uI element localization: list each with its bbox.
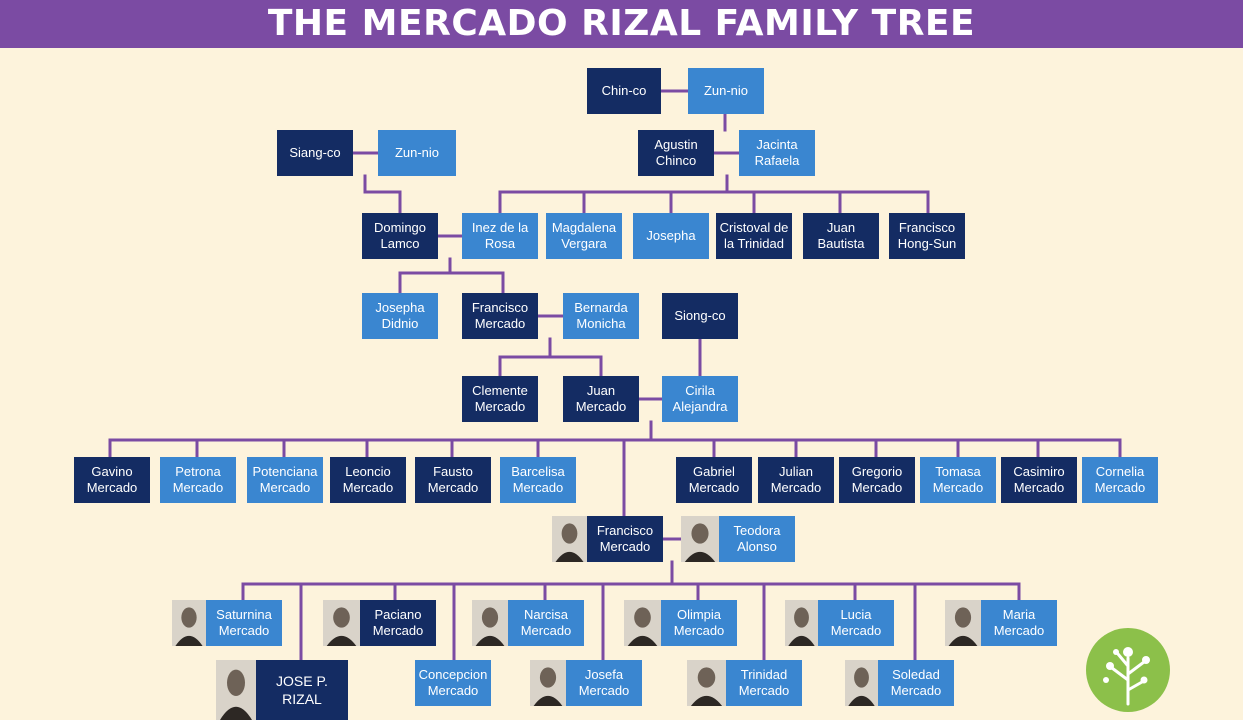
- portrait-trinidad: [687, 660, 726, 706]
- person-saturnina: Saturnina Mercado: [206, 600, 282, 646]
- portrait-saturnina: [172, 600, 206, 646]
- person-barcelisa: Barcelisa Mercado: [500, 457, 576, 503]
- person-potenciana: Potenciana Mercado: [247, 457, 323, 503]
- person-maria: Maria Mercado: [981, 600, 1057, 646]
- person-jose: JOSE P. RIZAL: [256, 660, 348, 720]
- person-cornelia: Cornelia Mercado: [1082, 457, 1158, 503]
- person-gregorio: Gregorio Mercado: [839, 457, 915, 503]
- portrait-paciano: [323, 600, 360, 646]
- person-petrona: Petrona Mercado: [160, 457, 236, 503]
- person-trinidad: Trinidad Mercado: [726, 660, 802, 706]
- person-soledad: Soledad Mercado: [878, 660, 954, 706]
- person-cristoval: Cristoval de la Trinidad: [716, 213, 792, 259]
- portrait-teodora: [681, 516, 719, 562]
- person-fausto: Fausto Mercado: [415, 457, 491, 503]
- person-jacinta: Jacinta Rafaela: [739, 130, 815, 176]
- portrait-francisco-m2: [552, 516, 587, 562]
- person-leoncio: Leoncio Mercado: [330, 457, 406, 503]
- person-casimiro: Casimiro Mercado: [1001, 457, 1077, 503]
- person-lucia: Lucia Mercado: [818, 600, 894, 646]
- person-josepha-didnio: Josepha Didnio: [362, 293, 438, 339]
- person-cirila: Cirila Alejandra: [662, 376, 738, 422]
- person-domingo: Domingo Lamco: [362, 213, 438, 259]
- page-title: THE MERCADO RIZAL FAMILY TREE: [0, 0, 1243, 48]
- person-gavino: Gavino Mercado: [74, 457, 150, 503]
- person-zun-nio-1: Zun-nio: [688, 68, 764, 114]
- person-julian: Julian Mercado: [758, 457, 834, 503]
- portrait-olimpia: [624, 600, 661, 646]
- person-siang-co: Siang-co: [277, 130, 353, 176]
- person-chin-co: Chin-co: [587, 68, 661, 114]
- person-paciano: Paciano Mercado: [360, 600, 436, 646]
- person-narcisa: Narcisa Mercado: [508, 600, 584, 646]
- portrait-lucia: [785, 600, 818, 646]
- person-agustin: Agustin Chinco: [638, 130, 714, 176]
- person-francisco-m2: Francisco Mercado: [587, 516, 663, 562]
- person-inez: Inez de la Rosa: [462, 213, 538, 259]
- person-gabriel: Gabriel Mercado: [676, 457, 752, 503]
- portrait-jose: [216, 660, 256, 720]
- person-concepcion: Concepcion Mercado: [415, 660, 491, 706]
- person-juan-m: Juan Mercado: [563, 376, 639, 422]
- person-olimpia: Olimpia Mercado: [661, 600, 737, 646]
- portrait-maria: [945, 600, 981, 646]
- person-teodora: Teodora Alonso: [719, 516, 795, 562]
- portrait-josefa: [530, 660, 566, 706]
- portrait-soledad: [845, 660, 878, 706]
- person-clemente: Clemente Mercado: [462, 376, 538, 422]
- person-zun-nio-2: Zun-nio: [378, 130, 456, 176]
- person-magdalena: Magdalena Vergara: [546, 213, 622, 259]
- person-francisco-m1: Francisco Mercado: [462, 293, 538, 339]
- person-juan-bautista: Juan Bautista: [803, 213, 879, 259]
- person-josepha-1: Josepha: [633, 213, 709, 259]
- person-bernarda: Bernarda Monicha: [563, 293, 639, 339]
- person-francisco-hs: Francisco Hong-Sun: [889, 213, 965, 259]
- person-siong-co: Siong-co: [662, 293, 738, 339]
- portrait-narcisa: [472, 600, 508, 646]
- tree-logo-icon: [1086, 628, 1170, 712]
- person-josefa: Josefa Mercado: [566, 660, 642, 706]
- person-tomasa: Tomasa Mercado: [920, 457, 996, 503]
